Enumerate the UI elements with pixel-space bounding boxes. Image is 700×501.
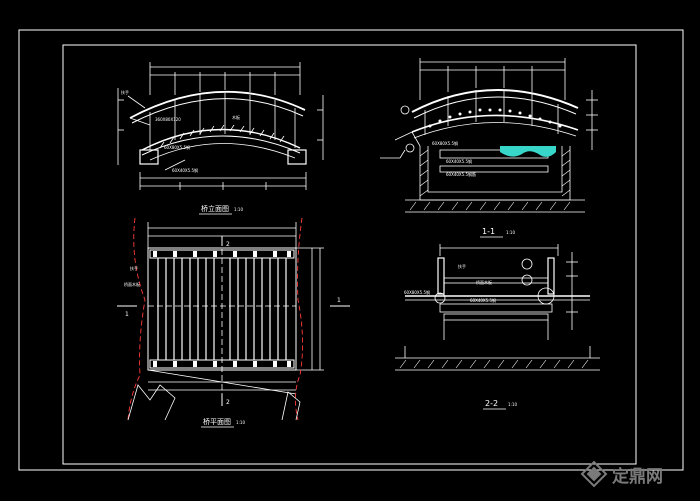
plan-callout: 扶手 [130, 265, 138, 271]
watermark-text: 定鼎网 [612, 466, 663, 486]
plan-section-mark-bottom: 2 [226, 399, 230, 406]
plan-rail-posts [153, 251, 291, 367]
elevation-callout: 扶手 [121, 89, 129, 95]
bridge-plan [147, 222, 324, 395]
section-2-2-title: 2-2 [485, 399, 498, 408]
section-1-1-callout: 60X40X5.5钢筋 [446, 171, 476, 177]
section-1-1-callout: 60X80X5.5钢 [432, 140, 458, 146]
inner-frame [62, 44, 637, 465]
bridge-elevation [117, 62, 324, 190]
section-2-2-labels: 60X80X5.5钢 60X40X5.5钢 扶手 桥面木板 [404, 263, 496, 303]
section-1-1-scale: 1:10 [506, 230, 515, 235]
plan-title: 桥平面图 [203, 417, 231, 426]
section-1-1-water [500, 146, 556, 157]
section-1-1-title: 1-1 [482, 227, 495, 236]
plan-callout: 桥面木板 [124, 281, 140, 287]
section-2-2-callout: 60X40X5.5钢 [470, 297, 496, 303]
plan-cut-mark-left: 1 [125, 311, 129, 318]
elevation-scale: 1:10 [234, 207, 243, 212]
plan-cut-marks [117, 236, 350, 406]
elevation-callout: 60X80X5.5钢 [164, 144, 190, 150]
section-1-1-hatch [409, 149, 571, 211]
plan-deck-planks [157, 258, 287, 360]
plan-cut-mark-right: 1 [337, 297, 341, 304]
elevation-callout: 60X40X5.5钢 [172, 167, 198, 173]
section-2-2-hatch [399, 359, 589, 369]
section-1-1 [380, 58, 598, 213]
section-2-2-callout: 60X80X5.5钢 [404, 289, 430, 295]
section-1-1-callout: 60X40X5.5钢 [446, 158, 472, 164]
section-1-1-labels: 60X80X5.5钢 60X40X5.5钢 60X40X5.5钢筋 [432, 140, 476, 177]
elevation-title: 桥立面图 [201, 204, 229, 213]
section-2-2-callout: 桥面木板 [476, 279, 492, 285]
section-2-2-callout: 扶手 [458, 263, 466, 269]
section-2-2-scale: 1:10 [508, 402, 517, 407]
plan-bank-outline [127, 384, 301, 421]
elevation-labels: 360X80X120 扶手 60X80X5.5钢 60X40X5.5钢 木板 [121, 89, 240, 173]
plan-section-mark-top: 2 [226, 241, 230, 248]
section-2-2 [395, 244, 600, 371]
watermark: 定鼎网 [580, 460, 663, 488]
logo-mark-icon [580, 460, 608, 488]
plan-bank-lines [127, 217, 304, 421]
plan-scale: 1:10 [236, 420, 245, 425]
section-1-1-bolts [428, 108, 562, 128]
elevation-callout: 木板 [232, 114, 240, 120]
outer-frame [18, 29, 684, 471]
elevation-callout: 360X80X120 [155, 117, 181, 122]
